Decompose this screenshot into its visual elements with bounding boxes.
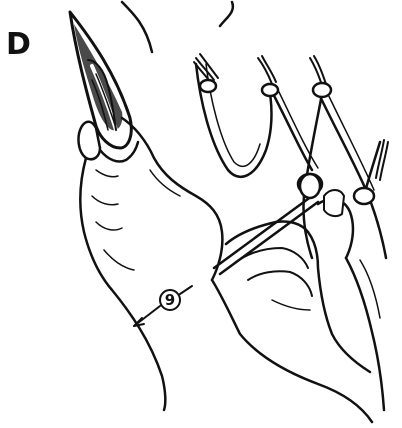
netting-needle-icon — [70, 12, 131, 148]
panel-letter: D — [6, 30, 31, 60]
top-sketch-line-right — [220, 2, 233, 26]
net-meshes — [196, 64, 386, 258]
top-sketch-line-left — [122, 2, 152, 52]
right-hand — [212, 190, 384, 422]
net-knots — [200, 80, 374, 204]
callout-arrow-icon — [134, 286, 192, 326]
callout-number: 9 — [165, 291, 175, 309]
left-hand — [79, 118, 223, 410]
